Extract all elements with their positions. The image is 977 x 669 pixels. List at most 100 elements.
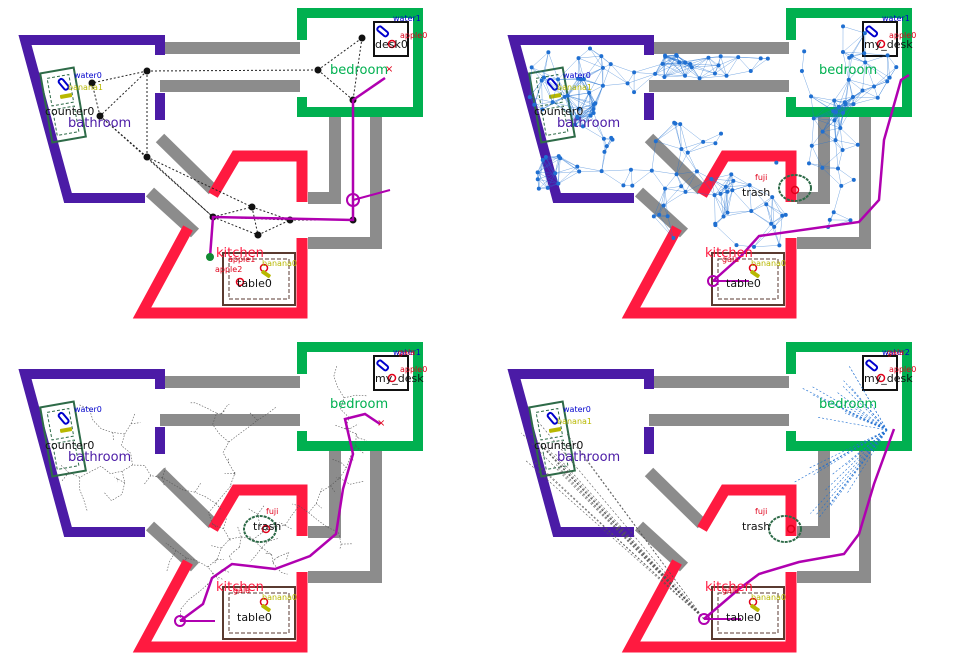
kitchen-label: kitchen [216,580,264,595]
roadmap-edge [632,170,652,186]
roadmap-edge [603,138,605,152]
hallway-diag-upper [155,467,218,529]
roadmap-node [556,154,561,159]
roadmap-node [628,167,633,172]
roadmap-edge [833,185,842,213]
roadmap-node [843,102,848,107]
roadmap-node [541,75,546,80]
roadmap-node [683,189,688,194]
roadmap-edge [577,112,594,118]
tree-edge [188,592,199,601]
roadmap-edge [750,58,761,72]
bedroom-label: bedroom [330,397,388,412]
panel-graph-search: × bathroom bedroom kitchen counter0 desk… [0,0,489,335]
roadmap-edge [602,83,628,86]
roadmap-edge [865,62,890,78]
goal-marker: × [385,64,393,75]
desk-label: my_desk [375,372,424,385]
roadmap-node [718,191,723,196]
tree-edge [215,503,222,511]
bedroom-label: bedroom [819,63,877,78]
roadmap-edge [578,57,604,69]
roadmap-node [836,104,841,109]
roadmap-node [588,113,593,118]
tree-edge [844,411,888,431]
roadmap-edge [685,178,712,193]
roadmap-edge [708,56,739,58]
roadmap-node [600,83,605,88]
roadmap-node [848,218,853,223]
roadmap-edge [577,78,590,94]
tree-edge [130,422,141,425]
roadmap-edge [545,156,556,174]
roadmap-edge [711,178,715,196]
table-label: table0 [237,277,272,290]
tree-edge [207,566,216,577]
kitchen-wall [697,484,797,536]
tree-edge [228,462,236,474]
graph-edge [99,70,148,117]
tree-edge [182,558,187,561]
tree-edge [308,503,317,513]
roadmap-node [529,65,534,70]
roadmap-edge [662,62,680,65]
water-object-desk [865,359,879,372]
roadmap-edge [654,54,677,75]
roadmap-node [679,147,684,152]
roadmap-node [683,73,688,78]
solution-path [208,76,386,258]
roadmap-edge [655,62,680,75]
roadmap-edge [654,56,666,75]
banana-object-table [750,269,760,279]
tree-edge [355,394,368,397]
banana-label: banana1 [68,83,103,92]
roadmap-edge [602,67,628,84]
roadmap-edge [851,55,866,63]
roadmap-node [575,164,580,169]
roadmap-edge [732,184,750,191]
tree-edge [273,525,286,528]
graph-edge [251,206,259,236]
graph-edge [146,69,319,72]
trash-label: trash [253,520,281,533]
hallway-right-inner [308,450,341,538]
roadmap-node [593,101,598,106]
roadmap-node [807,161,812,166]
roadmap-edge [840,127,843,150]
roadmap-edge [578,55,602,59]
roadmap-node [694,169,699,174]
roadmap-node [649,168,654,173]
roadmap-edge [822,131,836,141]
roadmap-edge [651,141,657,171]
tree-edge [340,397,345,410]
tree-edge [845,401,888,431]
hallway-diag-lower [145,521,200,572]
tree-edge [227,457,230,464]
roadmap-node [578,77,583,82]
tree-edge [554,453,705,620]
panel-rrt-star: bathroom bedroom kitchen counter0 my_des… [489,334,977,669]
tree-edge [274,556,279,560]
apple-ring-desk [387,39,397,49]
roadmap-edge [630,169,652,171]
labels: bathroom bedroom kitchen counter0 my_des… [534,348,916,624]
water-label: water0 [563,71,591,80]
roadmap-edge [555,171,580,174]
tree-edge [176,550,187,558]
table-label: table0 [726,277,761,290]
roadmap-edge [578,58,582,80]
roadmap-node [777,243,782,248]
apple-label-desk: apple0 [400,365,427,374]
water-label-desk: water1 [882,14,910,23]
roadmap-edge [655,123,676,142]
roadmap-node [713,141,718,146]
tree-edge [345,456,351,469]
roadmap-edge [813,118,835,121]
roadmap-node [556,77,561,82]
planner-overlay: × [59,364,385,627]
roadmap-edge [690,63,719,66]
roadmap-edge [852,96,878,99]
tree-edge [183,489,196,493]
roadmap-edge [678,62,686,76]
roadmap-edge [601,146,608,172]
